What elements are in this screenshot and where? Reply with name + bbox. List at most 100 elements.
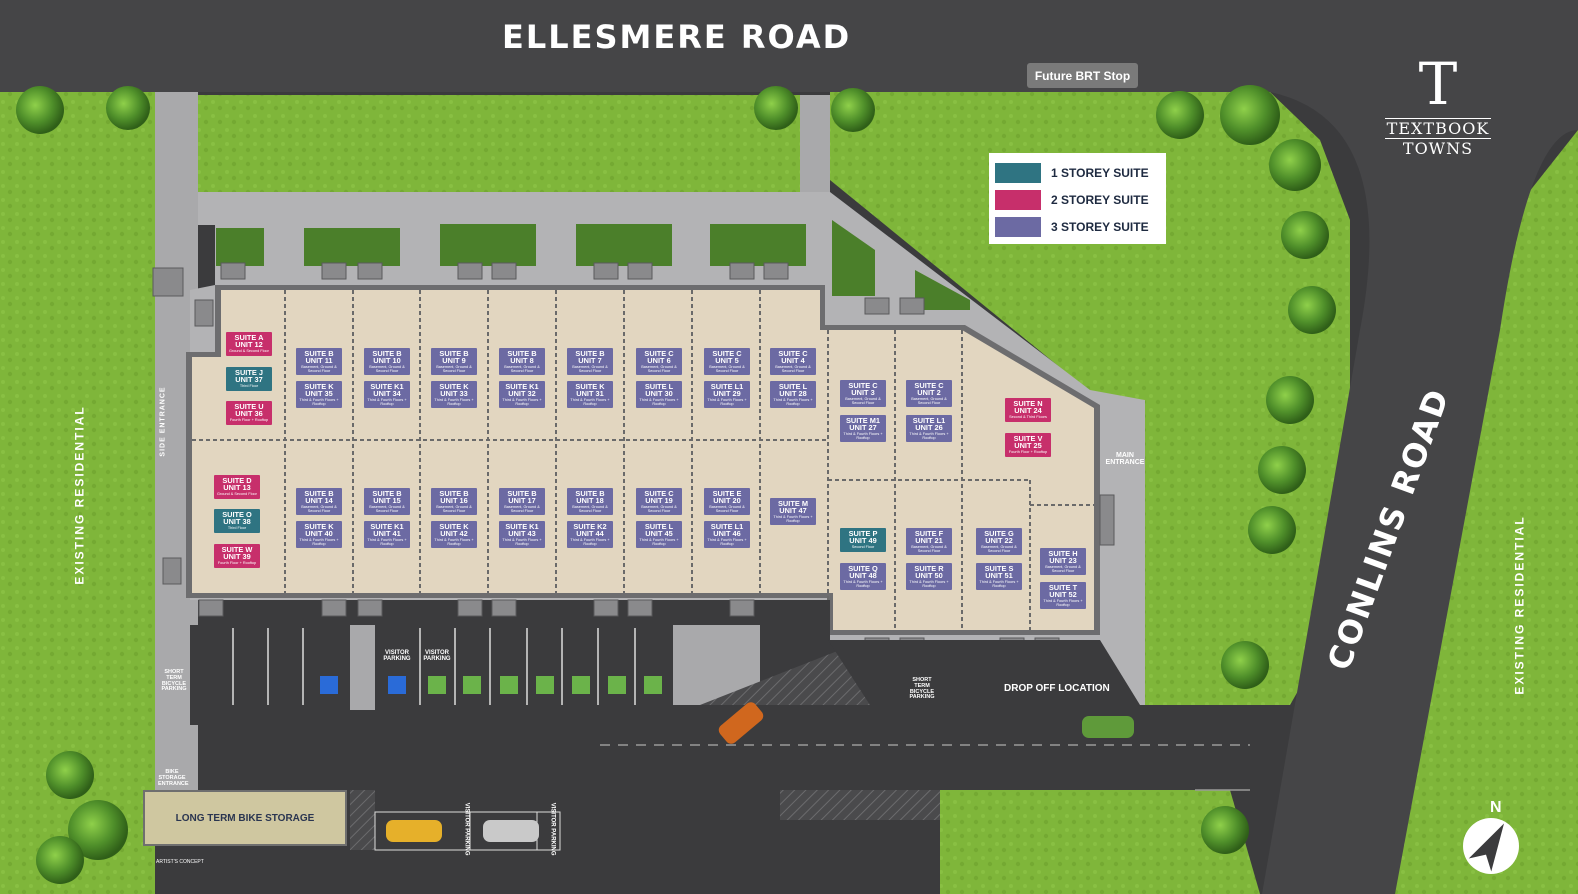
brt-stop-badge: Future BRT Stop xyxy=(1027,63,1138,88)
logo-letter: T xyxy=(1418,50,1458,118)
unit-floors: Basement, Ground & Second Floor xyxy=(369,504,405,513)
unit-number: UNIT 3 xyxy=(851,388,875,398)
ellesmere-road-label: ELLESMERE ROAD xyxy=(502,18,852,56)
unit-floors: Basement, Ground & Second Floor xyxy=(1045,564,1081,573)
unit-number: UNIT 42 xyxy=(440,529,468,539)
logo-line2: TOWNS xyxy=(1402,139,1474,158)
unit-number: UNIT 32 xyxy=(508,389,536,399)
unit-number: UNIT 21 xyxy=(915,536,943,546)
unit-number: UNIT 17 xyxy=(508,496,536,506)
unit-floors: Second Floor xyxy=(851,544,875,549)
unit-number: UNIT 11 xyxy=(305,356,333,366)
unit-floors: Basement, Ground & Second Floor xyxy=(775,364,811,373)
unit-number: UNIT 52 xyxy=(1049,590,1077,600)
unit-suite: SUITE B xyxy=(372,349,402,358)
unit-floors: Basement, Ground & Second Floor xyxy=(911,396,947,405)
unit-floors: Third & Fourth Floors + Rooftop xyxy=(434,537,474,546)
visitor-parking-label-4: VISITOR PARKING xyxy=(549,802,556,856)
unit-floors: Basement, Ground & Second Floor xyxy=(369,364,405,373)
unit-number: UNIT 27 xyxy=(849,423,877,433)
unit-floors: Third & Fourth Floors + Rooftop xyxy=(570,537,610,546)
unit-floors: Third & Fourth Floors + Rooftop xyxy=(299,537,339,546)
unit-number: UNIT 50 xyxy=(915,571,943,581)
unit-suite: SUITE T xyxy=(1048,583,1078,592)
unit-suite: SUITE N xyxy=(1013,399,1043,408)
legend-row-3-storey: 3 STOREY SUITE xyxy=(995,213,1160,240)
unit-number: UNIT 2 xyxy=(917,388,941,398)
unit-floors: Basement, Ground & Second Floor xyxy=(301,504,337,513)
unit-suite: SUITE K xyxy=(439,522,469,531)
unit-suite: SUITE C xyxy=(914,381,944,390)
unit-number: UNIT 39 xyxy=(223,552,251,562)
unit-floors: Basement, Ground & Second Floor xyxy=(504,364,540,373)
unit-floors: Basement, Ground & Second Floor xyxy=(981,544,1017,553)
unit-number: UNIT 16 xyxy=(440,496,468,506)
unit-suite: SUITE C xyxy=(644,489,674,498)
unit-number: UNIT 26 xyxy=(915,423,943,433)
existing-residential-east-label: EXISTING RESIDENTIAL xyxy=(1512,515,1527,695)
car-orange xyxy=(718,702,764,744)
artist-concept-label: ARTIST'S CONCEPT xyxy=(156,859,204,865)
short-term-bike-west-label: SHORT TERM BICYCLE PARKING xyxy=(161,669,187,693)
unit-floors: Second & Third Floors xyxy=(1009,414,1047,419)
unit-suite: SUITE E xyxy=(712,489,742,498)
unit-suite: SUITE A xyxy=(234,333,264,342)
unit-floors: Third & Fourth Floors + Rooftop xyxy=(570,397,610,406)
unit-suite: SUITE D xyxy=(222,476,252,485)
unit-number: UNIT 13 xyxy=(223,483,251,493)
unit-suite: SUITE L xyxy=(778,382,808,391)
unit-floors: Third & Fourth Floors + Rooftop xyxy=(299,397,339,406)
unit-number: UNIT 12 xyxy=(235,340,263,350)
unit-floors: Basement, Ground & Second Floor xyxy=(436,504,472,513)
unit-suite: SUITE B xyxy=(575,349,605,358)
unit-number: UNIT 36 xyxy=(235,409,263,419)
unit-suite: SUITE M1 xyxy=(845,416,881,425)
unit-suite: SUITE K1 xyxy=(505,522,539,531)
unit-number: UNIT 34 xyxy=(373,389,401,399)
unit-floors: Third & Fourth Floors + Rooftop xyxy=(909,579,949,588)
unit-suite: SUITE C xyxy=(644,349,674,358)
unit-number: UNIT 41 xyxy=(373,529,401,539)
conlins-road-surface xyxy=(1262,92,1578,894)
unit-number: UNIT 28 xyxy=(779,389,807,399)
unit-floors: Third & Fourth Floors + Rooftop xyxy=(707,397,747,406)
existing-residential-west-label: EXISTING RESIDENTIAL xyxy=(72,405,87,585)
unit-suite: SUITE U xyxy=(234,402,264,411)
unit-suite: SUITE K xyxy=(304,522,334,531)
unit-suite: SUITE L xyxy=(644,382,674,391)
grass-north xyxy=(198,95,800,192)
unit-number: UNIT 44 xyxy=(576,529,604,539)
unit-suite: SUITE H xyxy=(1048,549,1078,558)
unit-floors: Third & Fourth Floors + Rooftop xyxy=(979,579,1019,588)
legend-row-1-storey: 1 STOREY SUITE xyxy=(995,159,1160,186)
unit-number: UNIT 35 xyxy=(305,389,333,399)
unit-number: UNIT 9 xyxy=(442,356,466,366)
unit-suite: SUITE G xyxy=(984,529,1014,538)
unit-floors: Third & Fourth Floors + Rooftop xyxy=(434,397,474,406)
logo-line1: TEXTBOOK xyxy=(1384,118,1492,139)
suite-legend: 1 STOREY SUITE 2 STOREY SUITE 3 STOREY S… xyxy=(989,153,1166,244)
unit-floors: Third & Fourth Floors + Rooftop xyxy=(367,397,407,406)
